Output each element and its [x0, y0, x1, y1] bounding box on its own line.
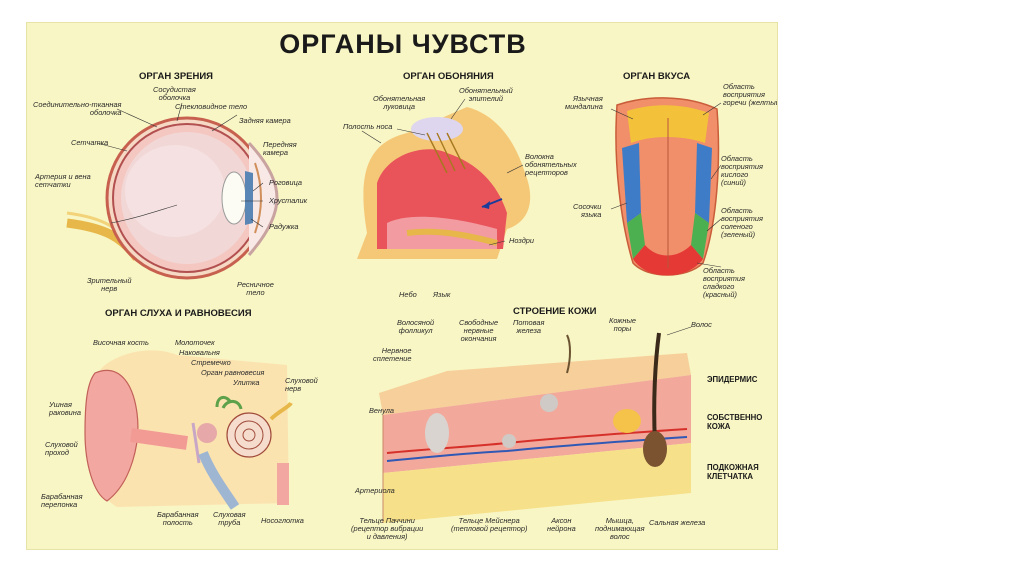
taste-title: ОРГАН ВКУСА	[623, 71, 690, 82]
smell-title: ОРГАН ОБОНЯНИЯ	[403, 71, 494, 82]
label-pacini: Тельце Паччини (рецептор вибрации и давл…	[351, 517, 423, 541]
label-tympanic-cavity: Барабанная полость	[157, 511, 199, 527]
label-vitreous: Стекловидное тело	[175, 103, 247, 111]
label-malleus: Молоточек	[175, 339, 215, 347]
label-iris: Радужка	[269, 223, 299, 231]
label-olfactory-epithelium: Обонятельный эпителий	[459, 87, 513, 103]
label-lens: Хрусталик	[269, 197, 307, 205]
hearing-title: ОРГАН СЛУХА И РАВНОВЕСИЯ	[105, 308, 252, 319]
label-auditory-nerve: Слуховой нерв	[285, 377, 318, 393]
layer-hypodermis: ПОДКОЖНАЯ КЛЕТЧАТКА	[707, 463, 759, 481]
label-auricle: Ушная раковина	[49, 401, 81, 417]
poster-panel: ОРГАНЫ ЧУВСТВ ОРГАН ЗРЕНИЯ ОРГАН ОБОНЯНИ…	[26, 22, 778, 550]
label-nostril: Ноздри	[509, 237, 534, 245]
skin-title: СТРОЕНИЕ КОЖИ	[513, 306, 597, 317]
label-bitter: Область восприятия горечи (желтый)	[723, 83, 778, 107]
label-axon: Аксон нейрона	[547, 517, 576, 533]
label-vascular: Сосудистая оболочка	[153, 86, 196, 102]
label-papillae: Сосочки языка	[573, 203, 601, 219]
label-sebaceous: Сальная железа	[649, 519, 705, 527]
label-cornea: Роговица	[269, 179, 302, 187]
label-salty: Область восприятия соленого (зеленый)	[721, 207, 763, 239]
label-muscle: Мышца, поднимающая волос	[595, 517, 645, 541]
label-skin-pores: Кожные поры	[609, 317, 636, 333]
label-ciliary-body: Ресничное тело	[237, 281, 274, 297]
label-retina-vessels: Артерия и вена сетчатки	[35, 173, 91, 189]
label-incus: Наковальня	[179, 349, 220, 357]
vision-title: ОРГАН ЗРЕНИЯ	[139, 71, 213, 82]
label-cochlea: Улитка	[233, 379, 260, 387]
label-vestibular: Орган равновесия	[201, 369, 264, 377]
label-retina: Сетчатка	[71, 139, 108, 147]
label-receptor-fibers: Волокна обонятельных рецепторов	[525, 153, 577, 177]
label-sweet: Область восприятия сладкого (красный)	[703, 267, 745, 299]
label-connective: Соединительно-тканная оболочка	[33, 101, 122, 117]
label-posterior-chamber: Задняя камера	[239, 117, 291, 125]
label-ear-canal: Слуховой проход	[45, 441, 78, 457]
tongue-illustration	[616, 98, 719, 276]
label-tongue: Язык	[433, 291, 450, 299]
label-sweat-gland: Потовая железа	[513, 319, 544, 335]
label-temporal-bone: Височная кость	[93, 339, 149, 347]
label-anterior-chamber: Передняя камера	[263, 141, 297, 157]
label-meissner: Тельце Мейснера (тепловой рецептор)	[451, 517, 527, 533]
label-tonsil: Язычная миндалина	[565, 95, 603, 111]
label-nasopharynx: Носоглотка	[261, 517, 304, 525]
layer-epidermis: ЭПИДЕРМИС	[707, 375, 757, 384]
label-hair: Волос	[691, 321, 712, 329]
label-nasal-cavity: Полость носа	[343, 123, 392, 131]
label-optic-nerve: Зрительный нерв	[87, 277, 131, 293]
label-eardrum: Барабанная перепонка	[41, 493, 83, 509]
label-nerve-plexus: Нервное сплетение	[373, 347, 412, 363]
label-olfactory-bulb: Обонятельная луковица	[373, 95, 425, 111]
poster-title: ОРГАНЫ ЧУВСТВ	[27, 29, 778, 60]
label-venule: Венула	[369, 407, 394, 415]
label-sour: Область восприятия кислого (синий)	[721, 155, 763, 187]
layer-dermis: СОБСТВЕННО КОЖА	[707, 413, 762, 431]
label-eustachian: Слуховая труба	[213, 511, 246, 527]
label-free-nerve-endings: Свободные нервные окончания	[459, 319, 498, 343]
label-hair-follicle: Волосяной фолликул	[397, 319, 434, 335]
skin-illustration	[379, 333, 691, 523]
label-stapes: Стремечко	[191, 359, 231, 367]
label-palate: Небо	[399, 291, 417, 299]
label-arteriole: Артериола	[355, 487, 395, 495]
